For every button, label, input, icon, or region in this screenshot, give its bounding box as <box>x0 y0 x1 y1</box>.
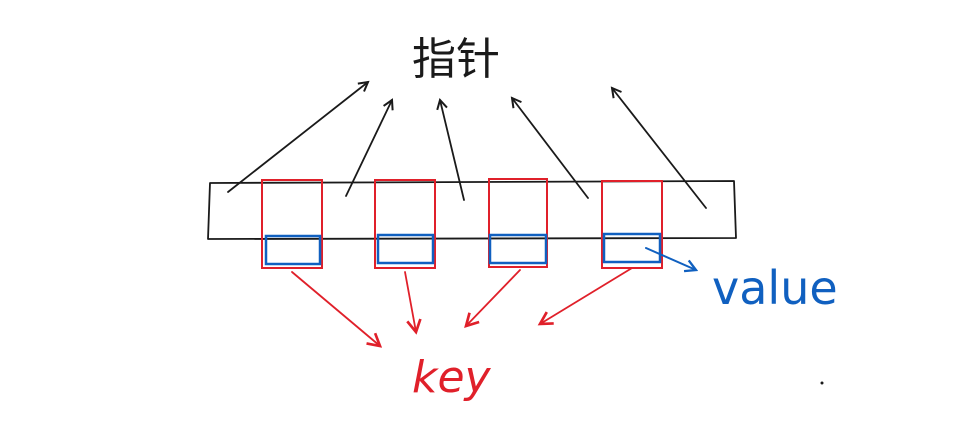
key-arrow-4 <box>540 267 633 324</box>
node-box <box>261 179 323 269</box>
node-box <box>601 180 663 269</box>
pointer-label: 指针 <box>412 34 500 85</box>
value-cell <box>602 232 662 264</box>
node-2 <box>374 179 436 269</box>
node-4 <box>601 180 663 269</box>
value-arrow <box>645 247 696 270</box>
node-1 <box>261 179 323 269</box>
node-box <box>488 178 548 268</box>
pointer-arrow-4 <box>512 98 589 199</box>
node-box <box>374 179 436 269</box>
value-cell <box>264 234 322 266</box>
key-arrow-3 <box>466 269 521 326</box>
node-3 <box>488 178 548 268</box>
array-strip <box>207 180 737 240</box>
key-arrow-1 <box>291 271 380 346</box>
pointer-arrow-1 <box>227 82 368 193</box>
key-arrow-2 <box>404 271 416 332</box>
pointer-arrows <box>227 82 707 209</box>
pointer-arrow-2 <box>345 100 392 197</box>
value-cell <box>488 233 548 265</box>
key-label: key <box>412 352 492 403</box>
key-arrows <box>291 267 633 346</box>
stray-dot <box>820 381 824 385</box>
pointer-arrow-5 <box>612 88 707 209</box>
value-cell <box>376 233 435 265</box>
pointer-arrow-3 <box>440 100 465 201</box>
value-label: value <box>712 261 838 315</box>
